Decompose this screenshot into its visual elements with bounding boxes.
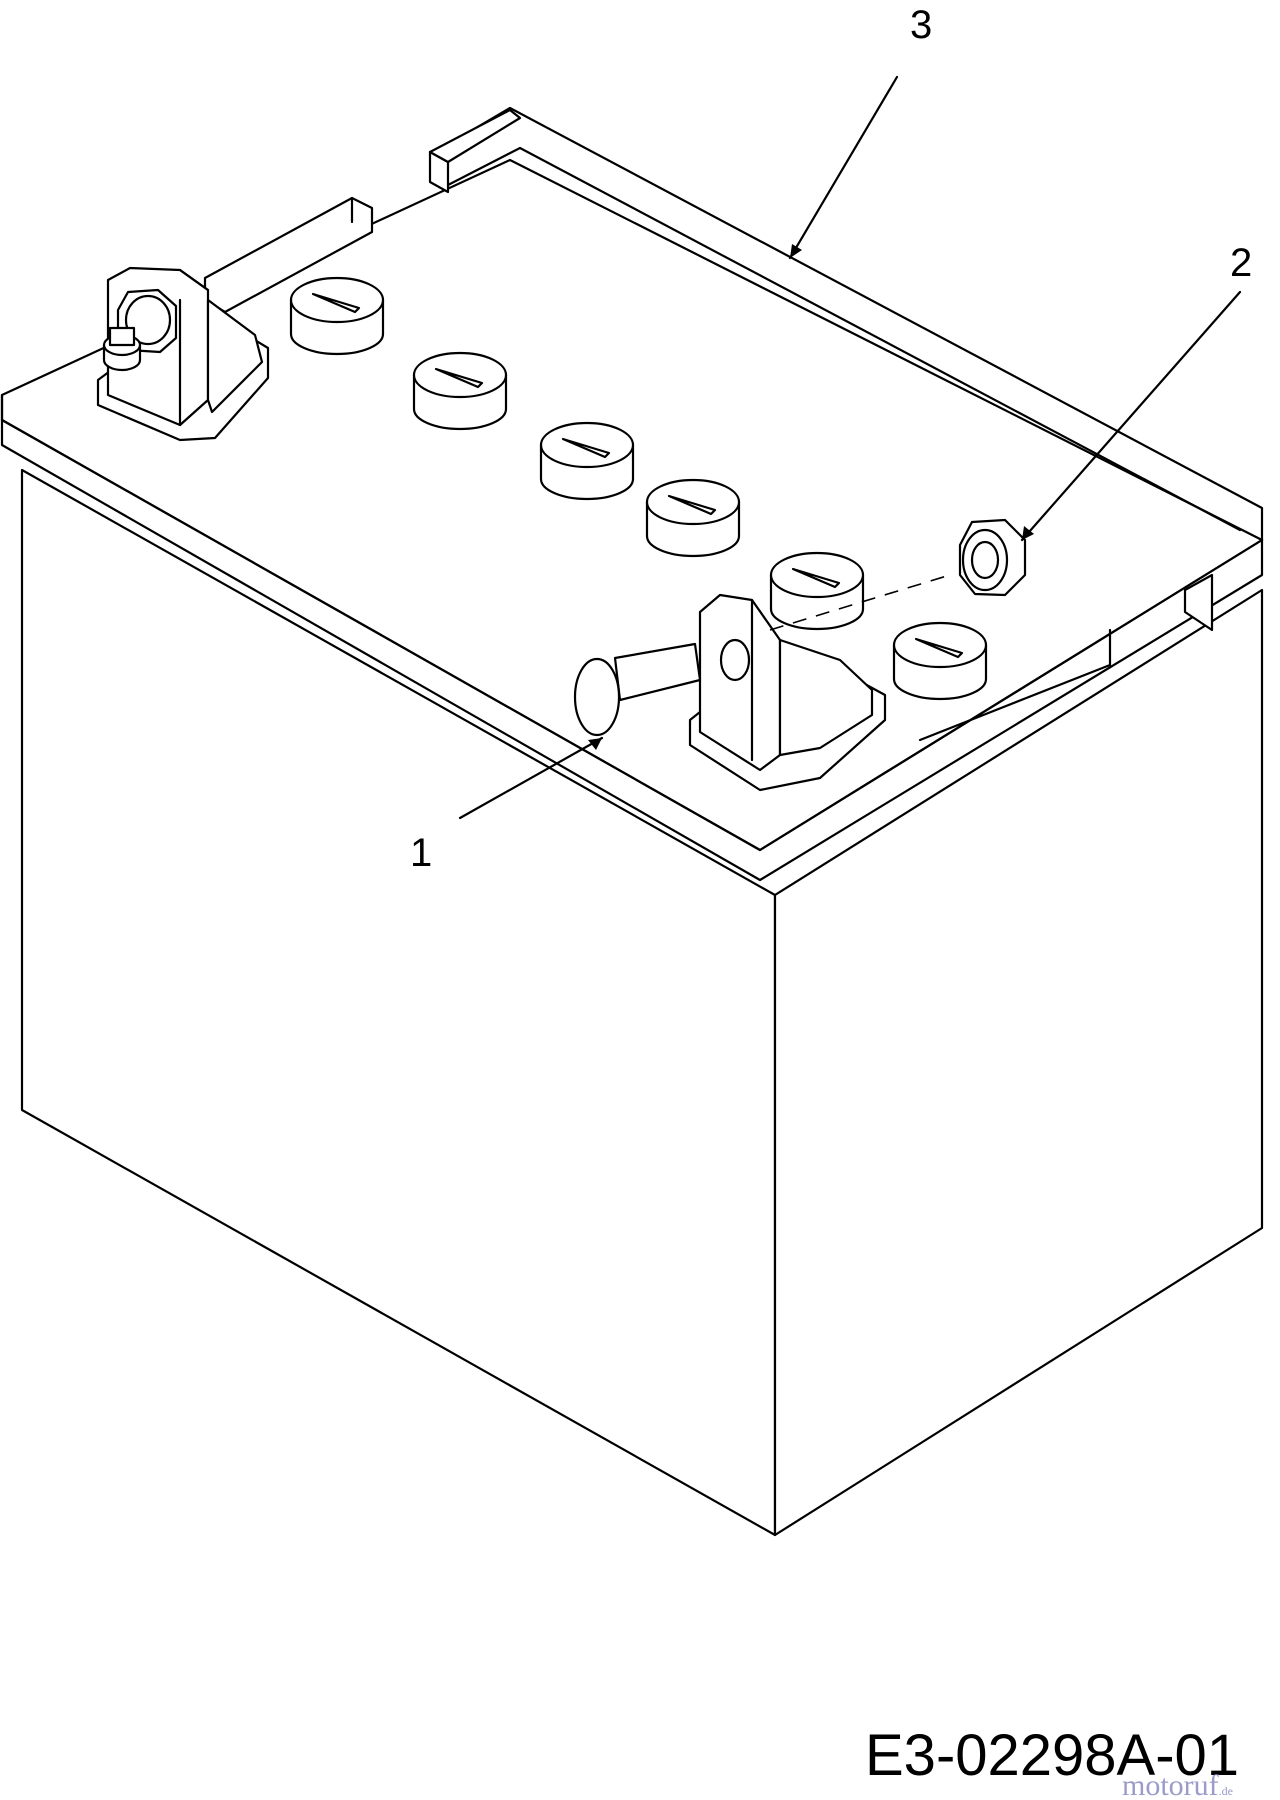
- cell-caps: [289, 276, 988, 701]
- cell-cap: [539, 421, 635, 501]
- watermark: motoruf.de: [1122, 1769, 1233, 1800]
- cell-cap: [645, 478, 741, 558]
- terminal-left: [96, 266, 270, 442]
- cell-cap: [769, 551, 865, 631]
- cell-cap: [289, 276, 385, 356]
- part-label-3: 3: [910, 3, 932, 47]
- drawing-code: E3-02298A-01: [865, 1723, 1239, 1788]
- terminal-right: [688, 593, 887, 792]
- nut-part-2: [958, 518, 1027, 597]
- assembly-line: [769, 574, 951, 631]
- terminal-bolt: [102, 326, 142, 372]
- cell-cap: [892, 621, 988, 701]
- leader-part-1: [458, 736, 604, 820]
- leader-part-3: [788, 75, 899, 260]
- cell-cap: [412, 351, 508, 431]
- leader-part-2: [1020, 290, 1242, 542]
- part-label-2: 2: [1230, 241, 1252, 285]
- part-label-1: 1: [410, 831, 432, 875]
- bolt-part-1: [573, 642, 702, 737]
